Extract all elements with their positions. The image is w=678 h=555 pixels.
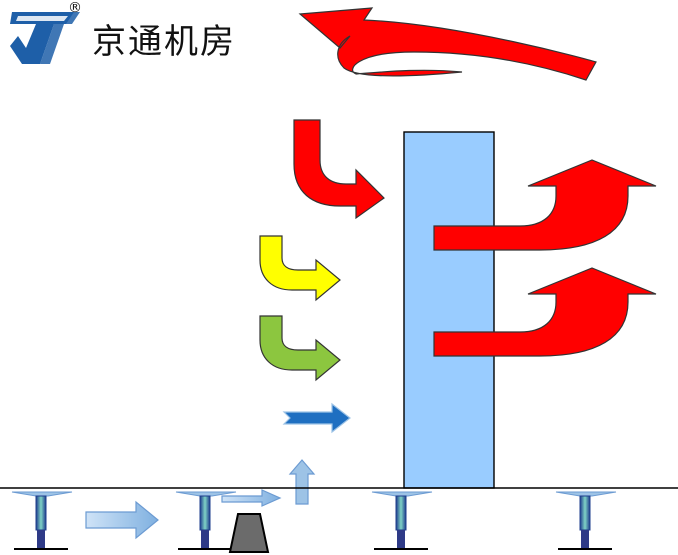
floor-pedestal — [175, 491, 237, 550]
server-rack — [403, 131, 495, 489]
brand-title: 京通机房 — [92, 22, 236, 62]
floor-pedestal — [555, 491, 617, 550]
warm-air-arrow — [259, 235, 341, 302]
underfloor-air-arrow-small — [221, 489, 282, 507]
hot-intake-arrow — [293, 119, 385, 220]
exhaust-arrow-lower — [433, 267, 657, 357]
underfloor-air-arrow — [85, 500, 159, 540]
mild-air-arrow — [259, 315, 341, 382]
underfloor-obstruction — [228, 513, 270, 553]
return-air-arrow — [298, 7, 597, 81]
registered-mark: ® — [68, 0, 82, 16]
floor-pedestal — [11, 491, 73, 550]
cool-air-up-arrow — [288, 459, 316, 505]
cool-air-arrow-dark — [282, 402, 351, 434]
floor-pedestal — [371, 491, 433, 550]
jt-logo-emblem — [10, 12, 80, 64]
exhaust-arrow-upper — [433, 159, 657, 251]
jt-emblem-shield-icon — [10, 12, 80, 64]
